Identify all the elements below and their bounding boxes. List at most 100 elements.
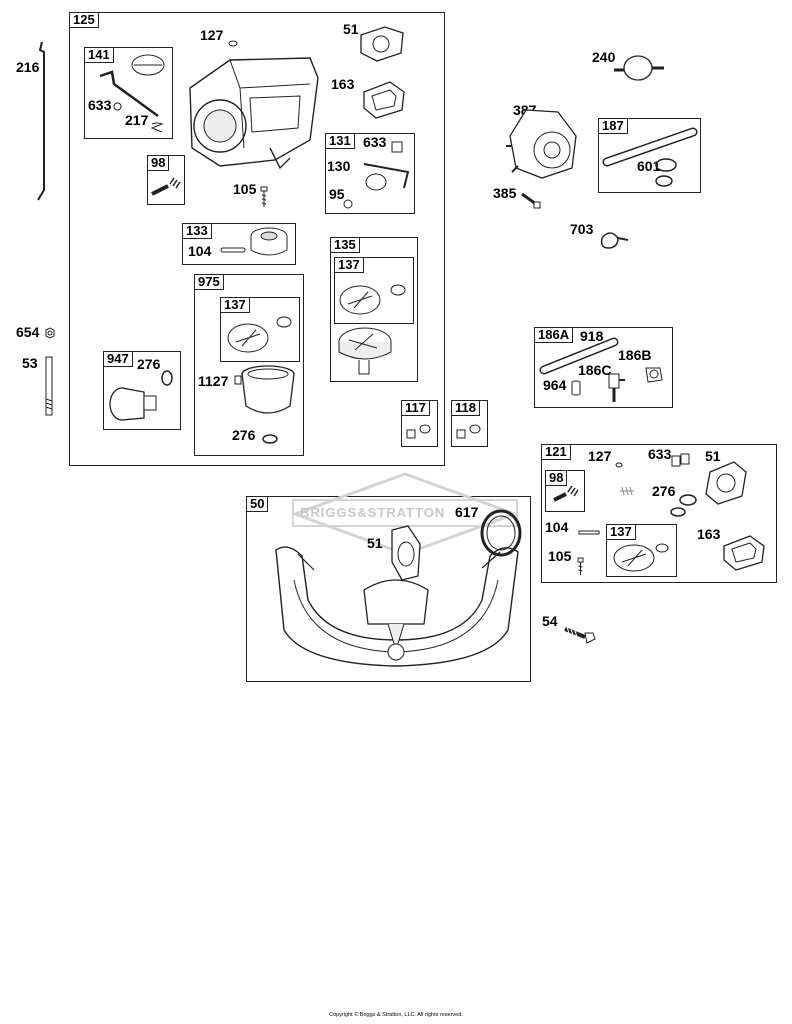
float-pin-104-in-121-part bbox=[578, 530, 600, 535]
label-703: 703 bbox=[570, 221, 594, 237]
label-186B: 186B bbox=[618, 347, 652, 363]
label-127-in-121: 127 bbox=[588, 448, 612, 464]
bowl-gasket-in-121-part bbox=[610, 538, 672, 574]
label-633-in-121: 633 bbox=[648, 446, 672, 462]
group-tag-141: 141 bbox=[84, 47, 114, 63]
nut-part bbox=[44, 327, 56, 339]
group-box-98-in-121: 98 bbox=[545, 470, 585, 512]
label-105-in-121: 105 bbox=[548, 548, 572, 564]
label-51-in-121: 51 bbox=[705, 448, 721, 464]
group-tag-135: 135 bbox=[330, 237, 360, 253]
label-130: 130 bbox=[327, 158, 351, 174]
group-tag-947: 947 bbox=[103, 351, 133, 367]
group-tag-187: 187 bbox=[598, 118, 628, 134]
label-633-in-141: 633 bbox=[88, 97, 112, 113]
screw-118-part bbox=[455, 420, 483, 442]
label-104-in-133: 104 bbox=[188, 243, 212, 259]
washer-276-in-975-part bbox=[262, 434, 278, 444]
group-tag-121: 121 bbox=[541, 444, 571, 460]
spring-217-part bbox=[150, 122, 164, 134]
group-box-125: 125 bbox=[69, 12, 445, 466]
carburetor-body-part bbox=[180, 48, 322, 170]
bowl-gasket-975-part bbox=[224, 314, 296, 358]
choke-rod-part bbox=[34, 40, 50, 202]
float-pin-part bbox=[220, 247, 246, 253]
copyright-notice: Copyright © Briggs & Stratton, LLC. All … bbox=[329, 1012, 463, 1018]
group-box-121: 121 bbox=[541, 444, 777, 583]
label-964: 964 bbox=[543, 377, 567, 393]
group-box-137-in-121: 137 bbox=[606, 524, 677, 577]
group-box-50: 50 bbox=[246, 496, 531, 682]
label-385: 385 bbox=[493, 185, 517, 201]
label-601: 601 bbox=[637, 158, 661, 174]
vent-hose-918-part bbox=[539, 336, 620, 376]
fuel-pump-part bbox=[506, 106, 582, 182]
washer-127-part bbox=[228, 40, 238, 47]
washers-276-in-121-part bbox=[668, 492, 698, 518]
group-tag-118: 118 bbox=[451, 400, 480, 416]
bolt-54-part bbox=[563, 625, 597, 645]
label-163: 163 bbox=[331, 76, 355, 92]
group-box-118: 118 bbox=[451, 400, 488, 447]
label-53: 53 bbox=[22, 355, 38, 371]
group-box-135: 135 bbox=[330, 237, 418, 382]
group-tag-98: 98 bbox=[147, 155, 170, 171]
group-tag-137-in-135: 137 bbox=[334, 257, 364, 273]
group-box-117: 117 bbox=[401, 400, 438, 447]
group-tag-50: 50 bbox=[246, 496, 269, 512]
fuel-bowl-part bbox=[240, 364, 296, 422]
group-box-186A: 186A bbox=[534, 327, 673, 408]
hose-clamp-601-part bbox=[650, 155, 684, 189]
label-163-in-121: 163 bbox=[697, 526, 721, 542]
group-box-131: 131 bbox=[325, 133, 415, 214]
gasket-51-part bbox=[357, 25, 407, 63]
bowl-screw-1127-part bbox=[234, 375, 242, 385]
group-tag-186A: 186A bbox=[534, 327, 574, 343]
label-276-in-975: 276 bbox=[232, 427, 256, 443]
label-617: 617 bbox=[455, 504, 479, 520]
float-part bbox=[248, 226, 290, 260]
oring-617-part bbox=[478, 508, 524, 558]
group-box-141: 141 bbox=[84, 47, 173, 139]
fuel-solenoid-part bbox=[108, 382, 160, 424]
spring-in-121-part bbox=[618, 484, 636, 498]
group-box-133: 133 bbox=[182, 223, 296, 265]
group-box-137-in-975: 137 bbox=[220, 297, 300, 362]
brand-watermark-text: BRIGGS&STRATTON bbox=[300, 505, 446, 520]
label-654: 654 bbox=[16, 324, 40, 340]
label-186C: 186C bbox=[578, 362, 612, 378]
label-105: 105 bbox=[233, 181, 257, 197]
throttle-shaft-part bbox=[92, 70, 162, 120]
group-tag-975: 975 bbox=[194, 274, 224, 290]
group-box-975: 975 bbox=[194, 274, 304, 456]
label-240: 240 bbox=[592, 49, 616, 65]
bowl-gasket-135-part bbox=[338, 278, 410, 320]
fitting-186C-part bbox=[603, 372, 627, 404]
fuel-bowl-kit-part bbox=[337, 326, 395, 378]
choke-shaft-part bbox=[340, 138, 414, 210]
screw-105-part bbox=[259, 185, 269, 209]
screw-105-in-121-part bbox=[576, 557, 585, 577]
plug-964-part bbox=[571, 380, 581, 396]
gasket-163-in-121-part bbox=[720, 534, 768, 572]
clamp-703-part bbox=[596, 226, 630, 252]
group-box-947: 947 bbox=[103, 351, 181, 430]
group-tag-131: 131 bbox=[325, 133, 355, 149]
label-127: 127 bbox=[200, 27, 224, 43]
fuel-line-part bbox=[602, 127, 699, 168]
gasket-163-part bbox=[360, 80, 408, 120]
idle-screw-in-121-part bbox=[552, 484, 582, 504]
label-51: 51 bbox=[343, 21, 359, 37]
label-54: 54 bbox=[542, 613, 558, 629]
valve-186B-part bbox=[642, 362, 666, 386]
label-276-in-121: 276 bbox=[652, 483, 676, 499]
screw-633-part bbox=[113, 102, 122, 111]
label-95: 95 bbox=[329, 186, 345, 202]
gasket-51-in-50-part bbox=[388, 524, 424, 582]
group-tag-117: 117 bbox=[401, 400, 430, 416]
screws-633-in-121-part bbox=[670, 452, 692, 470]
fuel-filter-part bbox=[612, 52, 666, 84]
washer-276-in-947-part bbox=[160, 370, 174, 386]
brand-watermark-logo bbox=[285, 470, 525, 558]
